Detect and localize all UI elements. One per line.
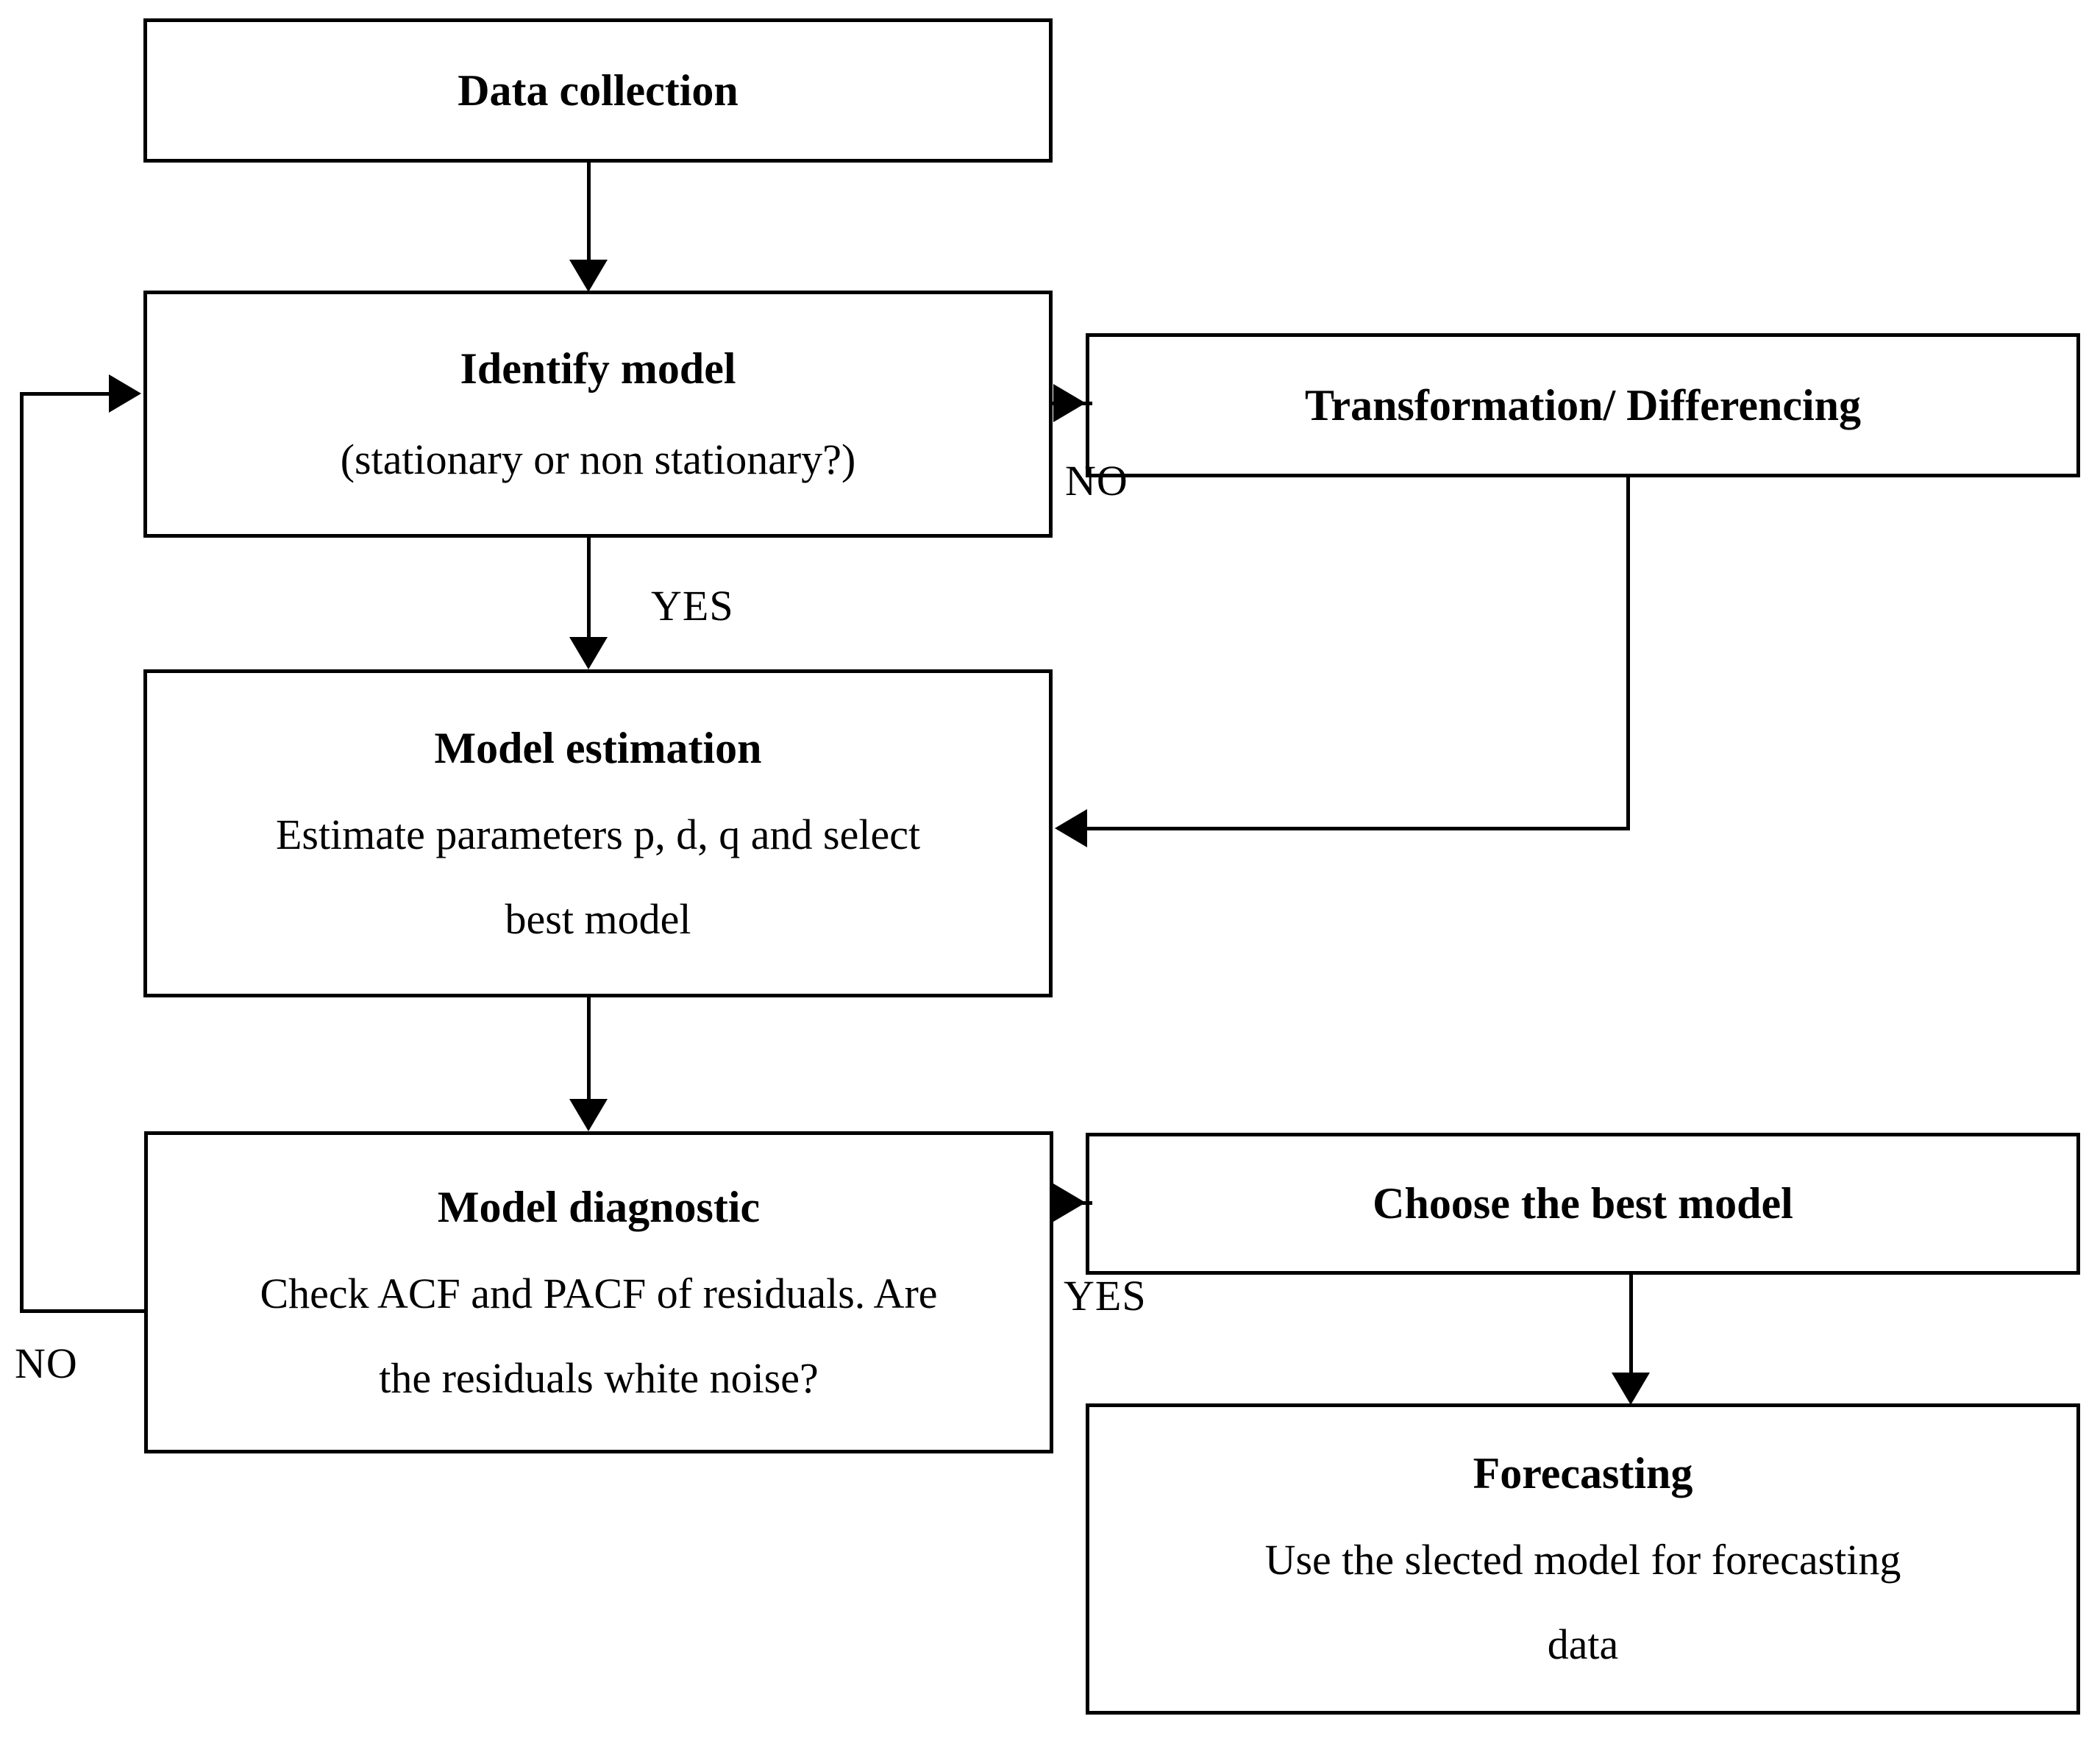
- node-forecasting-body-1: Use the slected model for forecasting: [1264, 1536, 1901, 1584]
- node-forecasting-body-2: data: [1547, 1620, 1619, 1668]
- edge-label-diagnostic-no: NO: [15, 1339, 78, 1387]
- node-data-collection-title: Data collection: [458, 65, 738, 115]
- node-model-estimation[interactable]: Model estimation Estimate parameters p, …: [143, 669, 1053, 997]
- arrow-down-icon-choose-to-forecasting: [1612, 1373, 1650, 1405]
- node-forecasting-title: Forecasting: [1473, 1449, 1693, 1498]
- arrow-right-icon-diagnostic-to-choose: [1053, 1184, 1086, 1222]
- node-transformation-differencing-title: Transformation/ Differencing: [1304, 380, 1861, 430]
- edge-label-identify-yes: YES: [651, 582, 734, 630]
- node-data-collection[interactable]: Data collection: [143, 18, 1053, 163]
- node-model-estimation-body-1: Estimate parameters p, d, q and select: [275, 810, 921, 858]
- edge-transformation-to-model-estimation-run: [1087, 827, 1630, 830]
- edge-data-collection-to-identify-model: [587, 163, 591, 266]
- edge-choose-best-model-to-forecasting: [1629, 1275, 1633, 1378]
- node-choose-best-model-title: Choose the best model: [1373, 1179, 1793, 1228]
- edge-label-identify-no: NO: [1065, 457, 1128, 505]
- arrow-right-icon-diagnostic-to-identify: [109, 374, 141, 413]
- edge-model-diagnostic-to-identify-model-exit: [20, 1309, 146, 1313]
- edge-model-diagnostic-to-identify-model-riser: [20, 392, 24, 1313]
- node-model-estimation-title: Model estimation: [434, 723, 762, 772]
- arrow-down-icon-estimation-to-diagnostic: [569, 1099, 608, 1131]
- node-model-diagnostic[interactable]: Model diagnostic Check ACF and PACF of r…: [144, 1131, 1053, 1453]
- node-model-diagnostic-body-2: the residuals white noise?: [379, 1353, 819, 1402]
- arrow-down-icon-data-to-identify: [569, 260, 608, 292]
- node-forecasting[interactable]: Forecasting Use the slected model for fo…: [1086, 1403, 2080, 1715]
- edge-identify-model-to-model-estimation: [587, 538, 591, 641]
- node-transformation-differencing[interactable]: Transformation/ Differencing: [1086, 333, 2080, 477]
- node-choose-best-model[interactable]: Choose the best model: [1086, 1133, 2080, 1275]
- edge-model-estimation-to-model-diagnostic: [587, 997, 591, 1104]
- node-model-diagnostic-title: Model diagnostic: [437, 1182, 761, 1231]
- node-identify-model-body-1: (stationary or non stationary?): [340, 435, 856, 484]
- node-identify-model-title: Identify model: [460, 344, 736, 394]
- node-model-estimation-body-2: best model: [505, 894, 691, 943]
- edge-label-diagnostic-yes: YES: [1064, 1272, 1147, 1320]
- arrow-down-icon-identify-to-estimation: [569, 637, 608, 669]
- edge-transformation-to-model-estimation-drop: [1626, 477, 1630, 830]
- arrow-right-icon-identify-to-transformation: [1053, 384, 1086, 422]
- node-identify-model[interactable]: Identify model (stationary or non statio…: [143, 291, 1053, 538]
- arrow-left-icon-transformation-to-estimation: [1055, 809, 1087, 847]
- node-model-diagnostic-body-1: Check ACF and PACF of residuals. Are: [260, 1269, 938, 1317]
- edge-model-diagnostic-to-identify-model-run: [20, 392, 113, 396]
